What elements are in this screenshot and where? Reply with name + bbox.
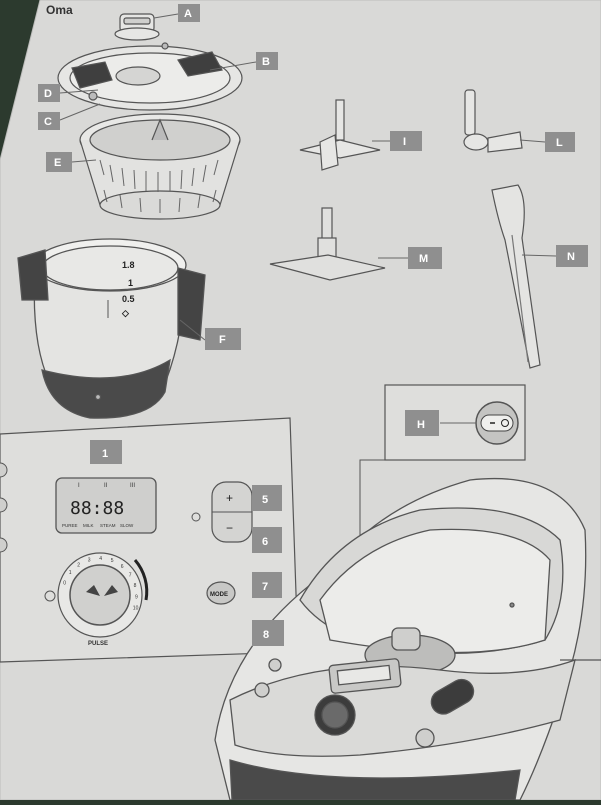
mode-label: MODE — [210, 592, 228, 598]
svg-text:H: H — [417, 419, 425, 431]
blade-i-illustration — [299, 99, 381, 171]
callout-5: 5 — [252, 485, 282, 511]
dial-number: 8 — [134, 583, 137, 589]
svg-text:E: E — [54, 157, 61, 169]
dial-number: 0 — [63, 580, 66, 586]
dial-number: 10 — [133, 606, 139, 612]
svg-text:F: F — [219, 334, 226, 346]
spatula-n-illustration — [491, 184, 541, 369]
svg-text:5: 5 — [262, 494, 268, 506]
lcd-icon-1: I — [78, 483, 80, 489]
base-unit-illustration — [214, 477, 601, 801]
jug-volume-marks: 1.8 1 0.5 ◇ — [121, 260, 135, 318]
lcd-icon-2: II — [104, 483, 108, 489]
steam-icon — [44, 590, 56, 602]
mark-1: 1 — [128, 278, 133, 288]
clock-icon — [191, 512, 201, 522]
label-b: B — [256, 52, 278, 70]
label-f: F — [205, 328, 241, 350]
control-panel-inset: I II III 88:88 PUREE MILK STEAM SLOW + −… — [0, 417, 299, 663]
svg-text:6: 6 — [262, 536, 268, 548]
plus-symbol: + — [226, 491, 233, 505]
callout-7: 7 — [252, 572, 282, 598]
dial-number: 2 — [77, 562, 80, 568]
svg-text:8: 8 — [263, 629, 269, 641]
lcd-icon-3: III — [130, 483, 135, 489]
label-n: N — [556, 245, 588, 267]
steam-basket-illustration — [79, 113, 241, 220]
brand-fragment: Oma — [46, 3, 73, 17]
jug-illustration — [17, 238, 206, 419]
label-e: E — [46, 152, 72, 172]
svg-text:1: 1 — [102, 448, 108, 460]
dial-number: 7 — [129, 572, 132, 578]
dial-number: 3 — [88, 557, 91, 563]
label-h: H — [405, 410, 439, 436]
mark-0-5: 0.5 — [122, 294, 135, 304]
callout-6: 6 — [252, 527, 282, 553]
tool-l-illustration — [463, 89, 523, 153]
speed-dial — [69, 564, 131, 626]
blade-m-illustration — [269, 207, 386, 281]
label-l: L — [545, 132, 575, 152]
callout-1: 1 — [90, 440, 122, 464]
lcd-mode-slow: SLOW — [120, 523, 134, 528]
lcd-mode-steam: STEAM — [100, 523, 116, 528]
label-m: M — [408, 247, 442, 269]
dial-caption: PULSE — [88, 641, 108, 647]
label-c: C — [38, 112, 60, 130]
lcd-time: 88:88 — [70, 498, 124, 519]
dial-number: 1 — [69, 570, 72, 576]
svg-text:7: 7 — [262, 581, 268, 593]
dial-number: 6 — [121, 564, 124, 570]
svg-text:D: D — [44, 88, 52, 100]
mode-button — [206, 581, 236, 605]
dial-number: 5 — [111, 558, 114, 564]
dial-number: 4 — [99, 556, 102, 562]
svg-text:◇: ◇ — [121, 308, 130, 318]
label-d: D — [38, 84, 60, 102]
svg-text:I: I — [403, 136, 406, 148]
svg-text:N: N — [567, 251, 575, 263]
labels: A B C D E F H I L M N 1 5 6 7 8 — [38, 4, 588, 646]
callout-8: 8 — [252, 620, 284, 646]
lcd-display — [55, 477, 157, 534]
svg-text:C: C — [44, 116, 52, 128]
lcd-mode-milk: MILK — [83, 523, 94, 528]
svg-text:B: B — [262, 56, 270, 68]
label-a: A — [178, 4, 200, 22]
svg-text:A: A — [184, 8, 192, 20]
svg-text:L: L — [556, 137, 563, 149]
lcd-mode-puree: PUREE — [62, 523, 78, 528]
minus-symbol: − — [226, 521, 233, 535]
svg-text:M: M — [419, 253, 428, 265]
lid-illustration — [57, 13, 243, 111]
mark-1-8: 1.8 — [122, 260, 135, 270]
dial-number: 9 — [135, 594, 138, 600]
callout-lines — [59, 13, 557, 424]
label-i: I — [390, 131, 422, 151]
